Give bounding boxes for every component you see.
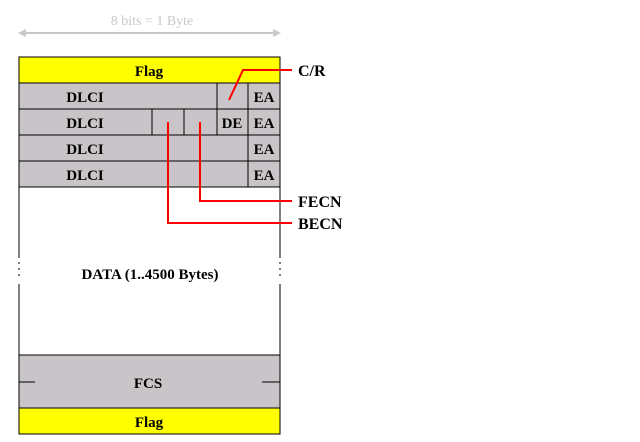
cr-callout-line	[228, 69, 292, 101]
ea-label: EA	[254, 168, 275, 184]
cr-callout-label: C/R	[298, 63, 326, 80]
dlci-label: DLCI	[66, 142, 104, 158]
callout-lines	[167, 69, 292, 224]
dlci-label: DLCI	[66, 168, 104, 184]
ea-label: EA	[254, 116, 275, 132]
ea-label: EA	[254, 90, 275, 106]
dlci-label: DLCI	[66, 116, 104, 132]
data-field: DATA (1..4500 Bytes)	[17, 187, 282, 355]
byte-width-dimension: 8 bits = 1 Byte	[18, 14, 281, 37]
ea-label: EA	[254, 142, 275, 158]
fecn-callout-label: FECN	[298, 194, 342, 211]
flag-top-label: Flag	[135, 64, 164, 80]
dlci-label: DLCI	[66, 90, 104, 106]
becn-callout-line	[167, 122, 292, 224]
flag-bottom: Flag	[18, 407, 281, 435]
fcs-field: FCS	[18, 354, 281, 409]
flag-top: Flag	[18, 56, 281, 84]
fecn-callout-line	[199, 122, 292, 202]
address-row-2: DLCI DE EA	[18, 108, 281, 136]
address-row-3: DLCI EA	[18, 134, 281, 162]
flag-bottom-label: Flag	[135, 415, 164, 431]
fcs-label: FCS	[134, 376, 162, 392]
address-row-1: DLCI EA	[18, 82, 281, 110]
becn-callout-label: BECN	[298, 216, 343, 233]
address-row-4: DLCI EA	[18, 160, 281, 188]
data-label: DATA (1..4500 Bytes)	[82, 267, 219, 283]
de-label: DE	[222, 116, 243, 132]
dimension-label: 8 bits = 1 Byte	[111, 14, 194, 29]
